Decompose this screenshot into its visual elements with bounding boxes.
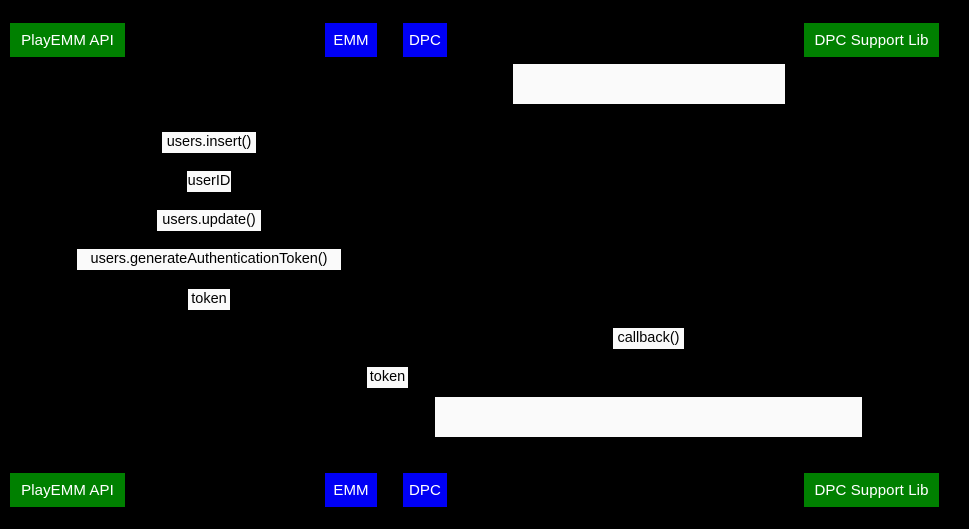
participant-label: PlayEMM API <box>21 31 114 49</box>
participant-bottom-dpc[interactable]: DPC <box>403 473 447 507</box>
message-line-2: .addAndroidForWorkAccount(token, account… <box>454 495 843 511</box>
message-user-id: userID <box>187 171 231 192</box>
participant-label: EMM <box>333 481 369 499</box>
message-ensure-working-environment: androidForWorkAccountSupport .ensureWork… <box>513 64 785 178</box>
participant-label: EMM <box>333 31 369 49</box>
message-callback: callback() <box>613 328 684 349</box>
participant-top-playemm-api[interactable]: PlayEMM API <box>10 23 125 57</box>
message-line-1: androidForWorkAccountSupport <box>545 438 752 454</box>
participant-top-emm[interactable]: EMM <box>325 23 377 57</box>
message-users-insert: users.insert() <box>162 132 256 153</box>
participant-label: PlayEMM API <box>21 481 114 499</box>
message-line-1: callback() <box>617 330 680 346</box>
message-line-1: token <box>369 369 406 385</box>
message-line-2: .ensureWorkingEnvironment(callback) <box>526 162 772 178</box>
participant-bottom-playemm-api[interactable]: PlayEMM API <box>10 473 125 507</box>
message-line-1: users.insert() <box>166 134 252 150</box>
message-token-1: token <box>188 289 230 310</box>
participant-label: DPC Support Lib <box>814 31 929 49</box>
message-line-1: userID <box>187 173 231 189</box>
message-token-2: token <box>367 367 408 388</box>
message-add-android-for-work-account: androidForWorkAccountSupport .addAndroid… <box>435 397 862 511</box>
message-generate-authentication-token: users.generateAuthenticationToken() <box>77 249 341 270</box>
participant-label: DPC Support Lib <box>814 481 929 499</box>
participant-bottom-dpc-support-lib[interactable]: DPC Support Lib <box>804 473 939 507</box>
message-line-1: users.update() <box>162 212 256 228</box>
message-line-1: androidForWorkAccountSupport <box>545 105 753 121</box>
participant-bottom-emm[interactable]: EMM <box>325 473 377 507</box>
participant-top-dpc-support-lib[interactable]: DPC Support Lib <box>804 23 939 57</box>
participant-top-dpc[interactable]: DPC <box>403 23 447 57</box>
message-line-1: users.generateAuthenticationToken() <box>90 251 328 267</box>
participant-label: DPC <box>409 481 441 499</box>
participant-label: DPC <box>409 31 441 49</box>
message-line-1: token <box>191 291 227 307</box>
message-users-update: users.update() <box>157 210 261 231</box>
